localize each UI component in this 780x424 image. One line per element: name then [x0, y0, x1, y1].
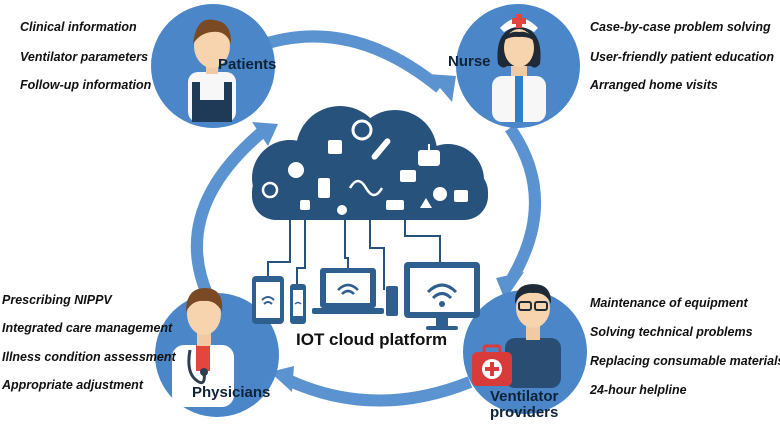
nurse-item-3: Arranged home visits	[590, 78, 718, 92]
patients-item-2: Ventilator parameters	[20, 50, 149, 64]
arrow-bottom	[285, 374, 473, 407]
providers-label: Ventilator providers	[490, 389, 558, 421]
cycle-arrow-icon	[190, 30, 541, 407]
providers-item-1: Maintenance of equipment	[590, 296, 748, 310]
nurse-item-1: Case-by-case problem solving	[590, 20, 771, 34]
providers-label-line2: providers	[490, 404, 559, 421]
arrow-top	[245, 30, 444, 93]
nurse-item-2: User-friendly patient education	[590, 50, 775, 64]
provider-icon	[472, 284, 561, 388]
physicians-item-3: Illness condition assessment	[2, 350, 176, 364]
arrow-top-head	[428, 74, 456, 102]
arrow-right	[504, 124, 541, 286]
medical-icons	[261, 119, 468, 215]
physicians-item-4: Appropriate adjustment	[2, 378, 143, 392]
physicians-item-2: Integrated care management	[2, 321, 173, 335]
nurse-icon	[492, 14, 546, 122]
laptop-icon	[312, 268, 398, 316]
physicians-item-1: Prescribing NIPPV	[2, 293, 112, 307]
patients-item-3: Follow-up information	[20, 78, 152, 92]
physicians-label: Physicians	[192, 384, 271, 401]
providers-item-3: Replacing consumable materials	[590, 354, 780, 368]
patient-icon	[188, 19, 236, 122]
providers-label-line1: Ventilator	[490, 388, 559, 405]
connection-lines	[267, 220, 441, 290]
arrow-left-head	[252, 122, 278, 146]
patients-item-1: Clinical information	[20, 20, 137, 34]
phone-icon	[290, 284, 306, 324]
tablet-icon	[252, 276, 284, 324]
providers-item-4: 24-hour helpline	[590, 383, 687, 397]
center-title: IOT cloud platform	[296, 330, 448, 349]
nurse-label: Nurse	[448, 53, 491, 70]
monitor-icon	[404, 262, 480, 330]
cloud-icon	[252, 106, 488, 220]
arrow-right-head	[496, 272, 524, 300]
physician-icon	[172, 288, 234, 407]
providers-item-2: Solving technical problems	[590, 325, 753, 339]
arrow-left	[190, 127, 266, 299]
patients-label: Patients	[218, 56, 277, 73]
